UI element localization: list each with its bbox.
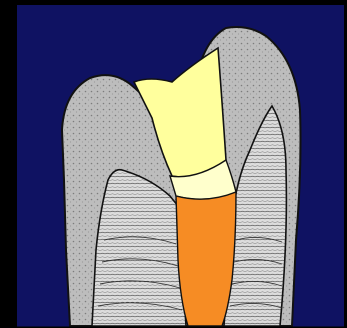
pulp-chamber [176,192,236,326]
